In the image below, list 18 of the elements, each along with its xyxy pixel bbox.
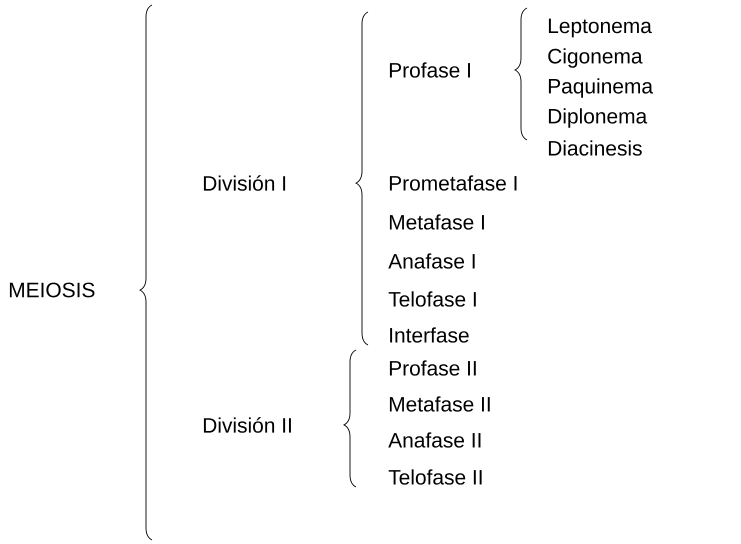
stage-label: Metafase II xyxy=(390,396,490,412)
stage-label: Metafase I xyxy=(390,214,484,230)
stage-label: Leptonema xyxy=(548,18,652,38)
stage-label: Anafase I xyxy=(388,253,475,269)
stage-label: Diplonema xyxy=(548,108,648,128)
stage-label: Profase II xyxy=(390,360,476,376)
stage-label: Paquinema xyxy=(548,78,654,98)
stage-label: Interfase xyxy=(390,327,469,343)
stage-label: Anafase II xyxy=(388,432,480,448)
stage-label: MEIOSIS xyxy=(10,282,94,298)
stage-label: Telofase II xyxy=(388,469,482,485)
stage-label: División II xyxy=(204,417,291,433)
stage-label: Telofase I xyxy=(388,291,476,307)
stage-label: División I xyxy=(204,175,286,191)
stage-label: Profase I xyxy=(390,62,470,78)
stage-label: Cigonema xyxy=(548,48,643,68)
stage-label: Diacinesis xyxy=(548,140,642,156)
stage-label: Prometafase I xyxy=(390,175,516,191)
